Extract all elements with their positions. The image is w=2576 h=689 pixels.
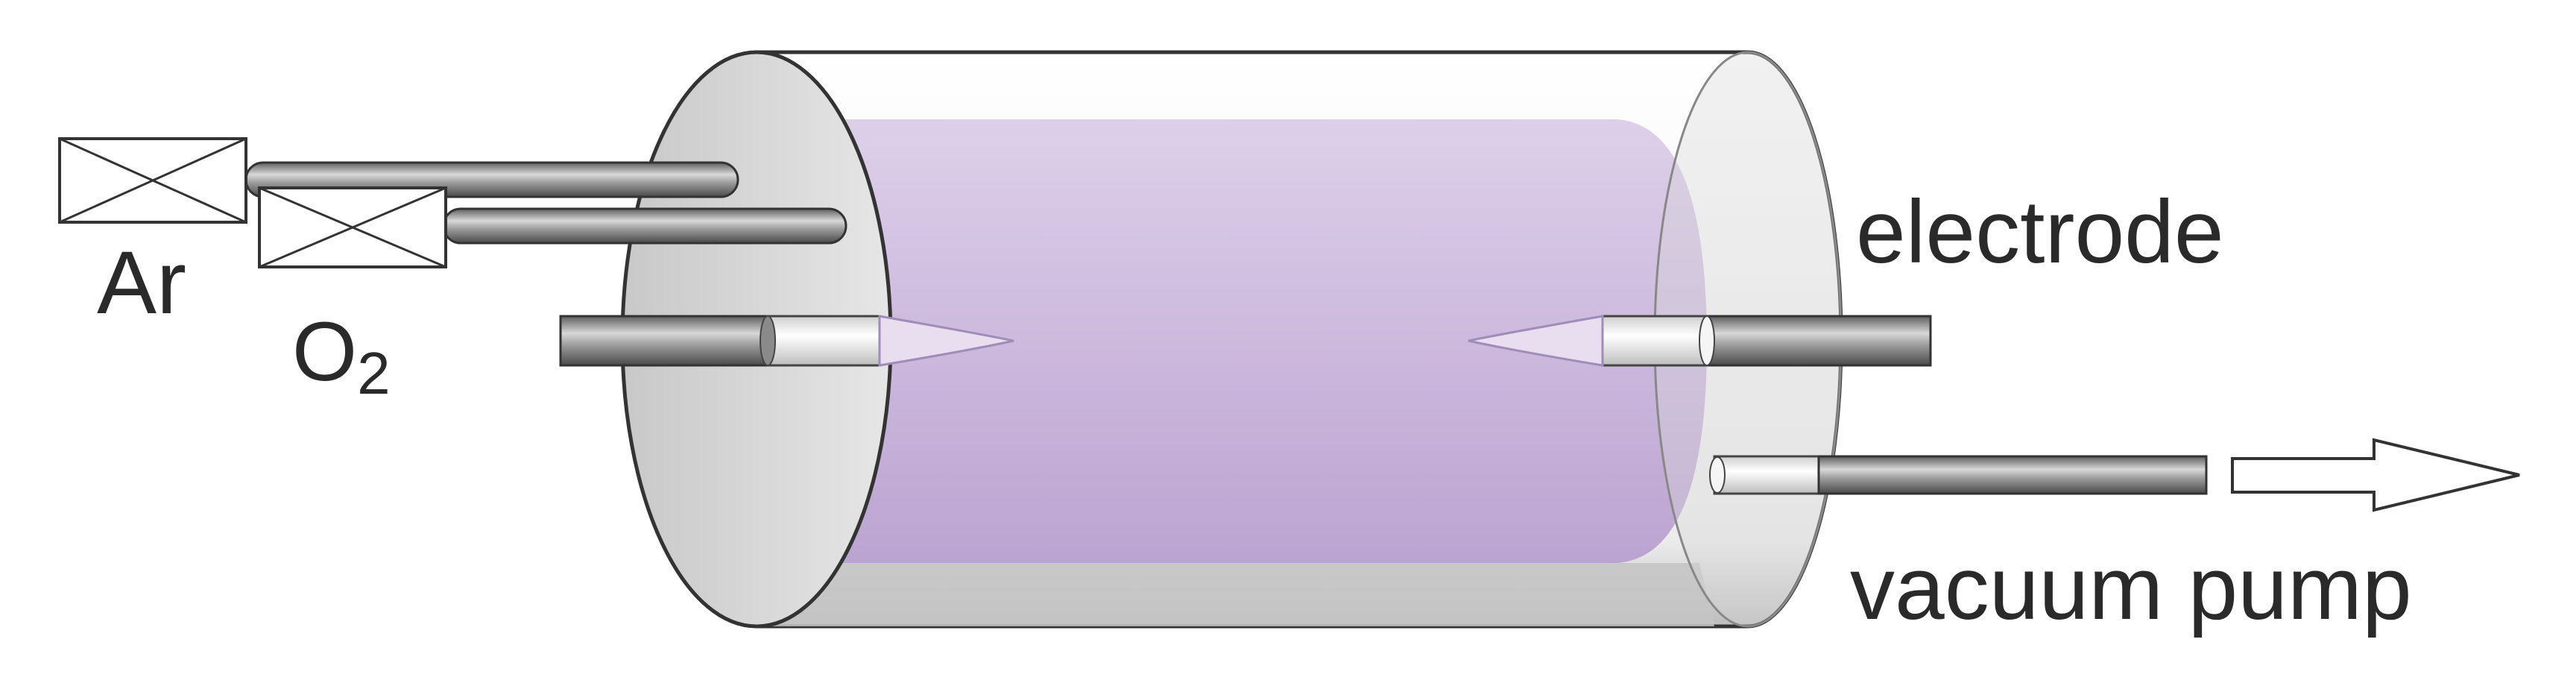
o2-label-main: O (292, 305, 357, 398)
o2-valve (258, 186, 447, 268)
flow-arrow-icon (2231, 438, 2520, 512)
gas-inlet-tubes (244, 161, 847, 245)
chamber-bottom-shade (757, 563, 1714, 626)
ar-valve (58, 137, 247, 224)
vacuum-pump-label: vacuum pump (1850, 538, 2412, 638)
electrode-label: electrode (1856, 182, 2224, 282)
o2-label-subscript: 2 (357, 340, 391, 406)
right-electrode-tip (1468, 315, 1604, 367)
left-electrode-tip (878, 315, 1014, 367)
o2-inlet-tube (442, 207, 847, 245)
pump-outlet (1709, 455, 2208, 495)
plasma-glow (820, 119, 1707, 563)
o2-label: O2 (292, 305, 391, 406)
right-electrode (1468, 315, 1932, 367)
left-electrode (559, 315, 1014, 367)
ar-label: Ar (97, 233, 186, 333)
